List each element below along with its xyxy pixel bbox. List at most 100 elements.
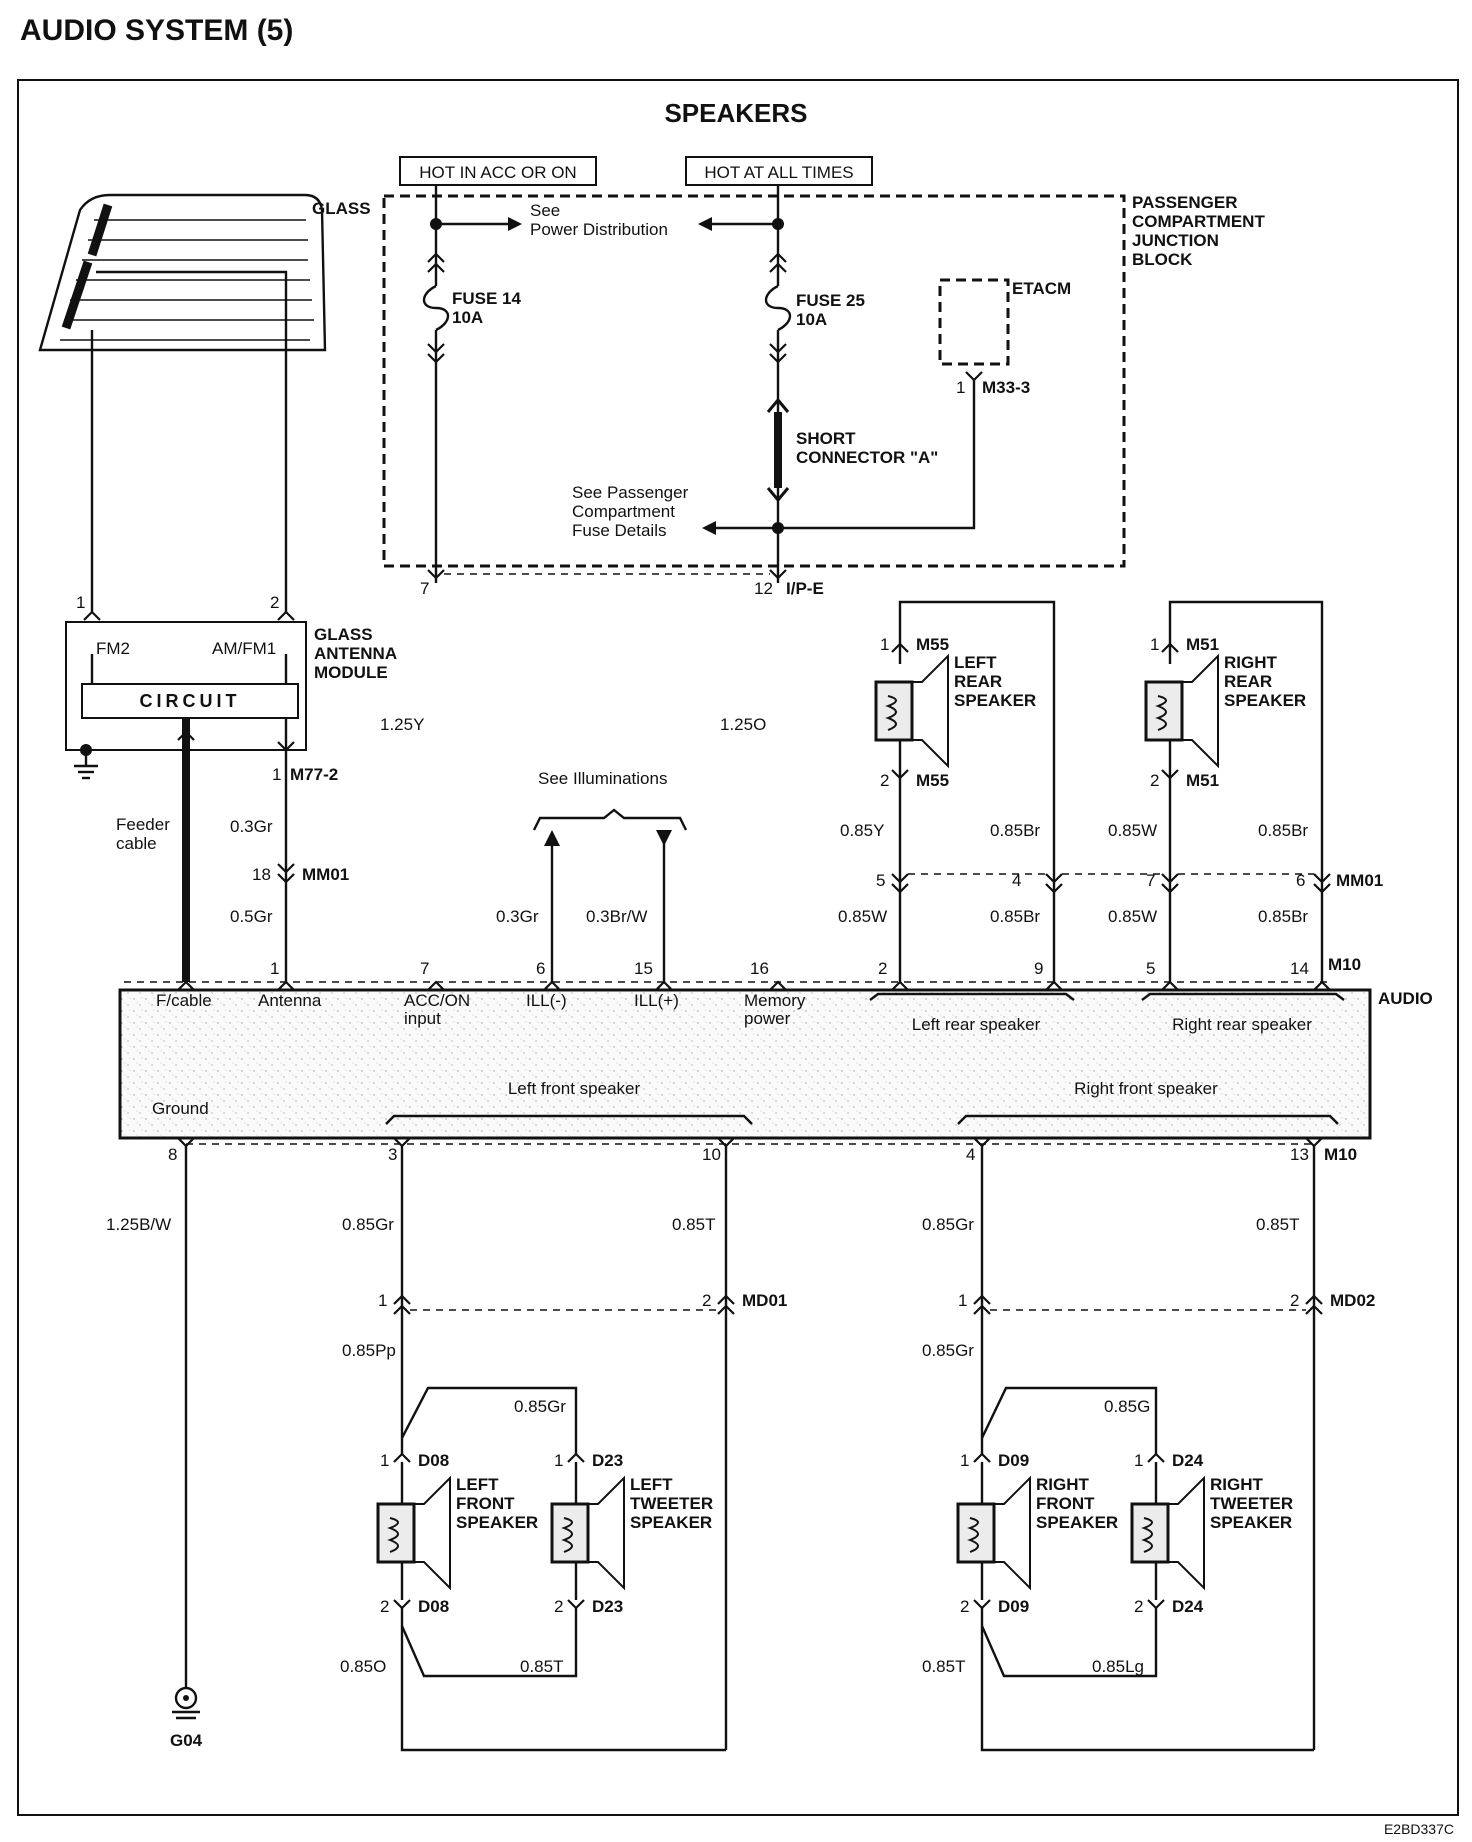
junction-block-label-2: COMPARTMENT <box>1132 212 1265 231</box>
etacm-connector <box>965 371 983 382</box>
fm2-label: FM2 <box>96 639 130 658</box>
left-front-label-1: LEFT <box>456 1475 499 1494</box>
d09-conn-top: D09 <box>998 1451 1029 1470</box>
antenna-module-label-1: GLASS <box>314 625 373 644</box>
m55-conn-top: M55 <box>916 635 949 654</box>
circuit-label: CIRCUIT <box>140 691 241 711</box>
m51-pin1: 1 <box>1150 635 1159 654</box>
glass-pin2: 2 <box>270 593 279 612</box>
arrow-power-dist-left <box>698 217 712 231</box>
audio-left-front-label: Left front speaker <box>508 1079 641 1098</box>
wire-085br2-rear-right: 0.85Br <box>1258 907 1308 926</box>
audio-acc-label-1: ACC/ON <box>404 991 470 1010</box>
m10-label-bottom: M10 <box>1324 1145 1357 1164</box>
short-connector-label-1: SHORT <box>796 429 856 448</box>
wire-085o-lf: 0.85O <box>340 1657 386 1676</box>
audio-right-rear-label: Right rear speaker <box>1172 1015 1312 1034</box>
wire-right-rear-loop <box>1168 600 1324 982</box>
arrow-ill-plus <box>656 830 672 846</box>
m51-pin1-connector <box>1161 642 1179 653</box>
audio-antenna-label: Antenna <box>258 991 322 1010</box>
wire-085w-rear-right: 0.85W <box>1108 821 1157 840</box>
etacm-box <box>938 278 1010 366</box>
m51-conn-top: M51 <box>1186 635 1219 654</box>
wire-085gr-rf: 0.85Gr <box>922 1215 974 1234</box>
page-title: AUDIO SYSTEM (5) <box>20 14 293 47</box>
right-rear-label-3: SPEAKER <box>1224 691 1306 710</box>
wire-125y-label: 1.25Y <box>380 715 424 734</box>
right-front-speaker-icon <box>956 1475 1031 1591</box>
md02-pin1-connector <box>973 1294 991 1315</box>
wire-085t-rf: 0.85T <box>1256 1215 1299 1234</box>
d23-pin2-connector <box>567 1599 585 1610</box>
wire-lf-tweeter-minus <box>400 1608 578 1678</box>
left-front-speaker-icon <box>376 1475 451 1591</box>
wire-085t2-rf: 0.85T <box>922 1657 965 1676</box>
audio-pin-left-rear-9: 9 <box>1034 959 1043 978</box>
d08-pin1-connector <box>393 1452 411 1463</box>
feeder-label-1: Feeder <box>116 815 170 834</box>
d23-conn-bottom: D23 <box>592 1597 623 1616</box>
d24-pin2: 2 <box>1134 1597 1143 1616</box>
mm01-label-antenna: MM01 <box>302 865 349 884</box>
wire-rf-tweeter-minus <box>980 1608 1158 1678</box>
wire-rf-return <box>980 1608 1314 1752</box>
fuse-14 <box>422 252 450 364</box>
hot-acc-label: HOT IN ACC OR ON <box>419 163 576 182</box>
audio-memory-label-2: power <box>744 1009 791 1028</box>
audio-ill-plus-label: ILL(+) <box>634 991 679 1010</box>
right-tweeter-speaker-icon <box>1130 1475 1205 1591</box>
wire-lf-return <box>400 1608 726 1752</box>
d08-conn-bottom: D08 <box>418 1597 449 1616</box>
wire-085w2-rear-right: 0.85W <box>1108 907 1157 926</box>
left-rear-label-1: LEFT <box>954 653 997 672</box>
m55-conn-bottom: M55 <box>916 771 949 790</box>
conn-ipe-label: I/P-E <box>786 579 824 598</box>
see-power-label-1: See <box>530 201 560 220</box>
right-tweeter-label-2: TWEETER <box>1210 1494 1293 1513</box>
wire-lf-tweeter-plus <box>400 1386 578 1454</box>
wire-085w-rear-left: 0.85W <box>838 907 887 926</box>
md02-pin2-connector <box>1305 1294 1323 1315</box>
md01-pin2-connector <box>717 1294 735 1315</box>
right-rear-speaker-icon <box>1144 653 1219 769</box>
d23-pin2: 2 <box>554 1597 563 1616</box>
junction-block-label-3: JUNCTION <box>1132 231 1219 250</box>
audio-pin-ill-minus: 6 <box>536 959 545 978</box>
audio-pin-right-rear-5: 5 <box>1146 959 1155 978</box>
left-front-label-3: SPEAKER <box>456 1513 538 1532</box>
m55-pin1-connector <box>891 642 909 653</box>
audio-right-front-label: Right front speaker <box>1074 1079 1218 1098</box>
wire-085gr-lf: 0.85Gr <box>342 1215 394 1234</box>
mm01-pin4-connector <box>1045 873 1063 894</box>
left-rear-label-2: REAR <box>954 672 1002 691</box>
d23-pin1: 1 <box>554 1451 563 1470</box>
d08-conn-top: D08 <box>418 1451 449 1470</box>
mm01-connector-antenna <box>277 863 295 884</box>
mm01-pin6: 6 <box>1296 871 1305 890</box>
pin12-connector <box>769 569 787 580</box>
wire-085br-rear-left: 0.85Br <box>990 821 1040 840</box>
m55-pin2: 2 <box>880 771 889 790</box>
mm01-pin7-connector <box>1161 873 1179 894</box>
etacm-label: ETACM <box>1012 279 1071 298</box>
mm01-pin5-connector <box>891 873 909 894</box>
audio-pin-lf-10: 10 <box>702 1145 721 1164</box>
left-tweeter-label-3: SPEAKER <box>630 1513 712 1532</box>
glass-pin1: 1 <box>76 593 85 612</box>
audio-unit <box>118 988 1372 1140</box>
pin12-label: 12 <box>754 579 773 598</box>
audio-ill-minus-label: ILL(-) <box>526 991 567 1010</box>
ground-icon <box>172 1686 200 1720</box>
illumination-brace <box>532 808 688 831</box>
junction-block: PASSENGER COMPARTMENT JUNCTION BLOCK <box>382 193 1265 568</box>
d09-pin2: 2 <box>960 1597 969 1616</box>
right-front-label-1: RIGHT <box>1036 1475 1090 1494</box>
antenna-module-label-2: ANTENNA <box>314 644 397 663</box>
audio-pin-ground: 8 <box>168 1145 177 1164</box>
wire-085t2-lf: 0.85T <box>520 1657 563 1676</box>
fuse-25 <box>764 252 792 364</box>
d08-pin2-connector <box>393 1599 411 1610</box>
m77-label: M77-2 <box>290 765 338 784</box>
